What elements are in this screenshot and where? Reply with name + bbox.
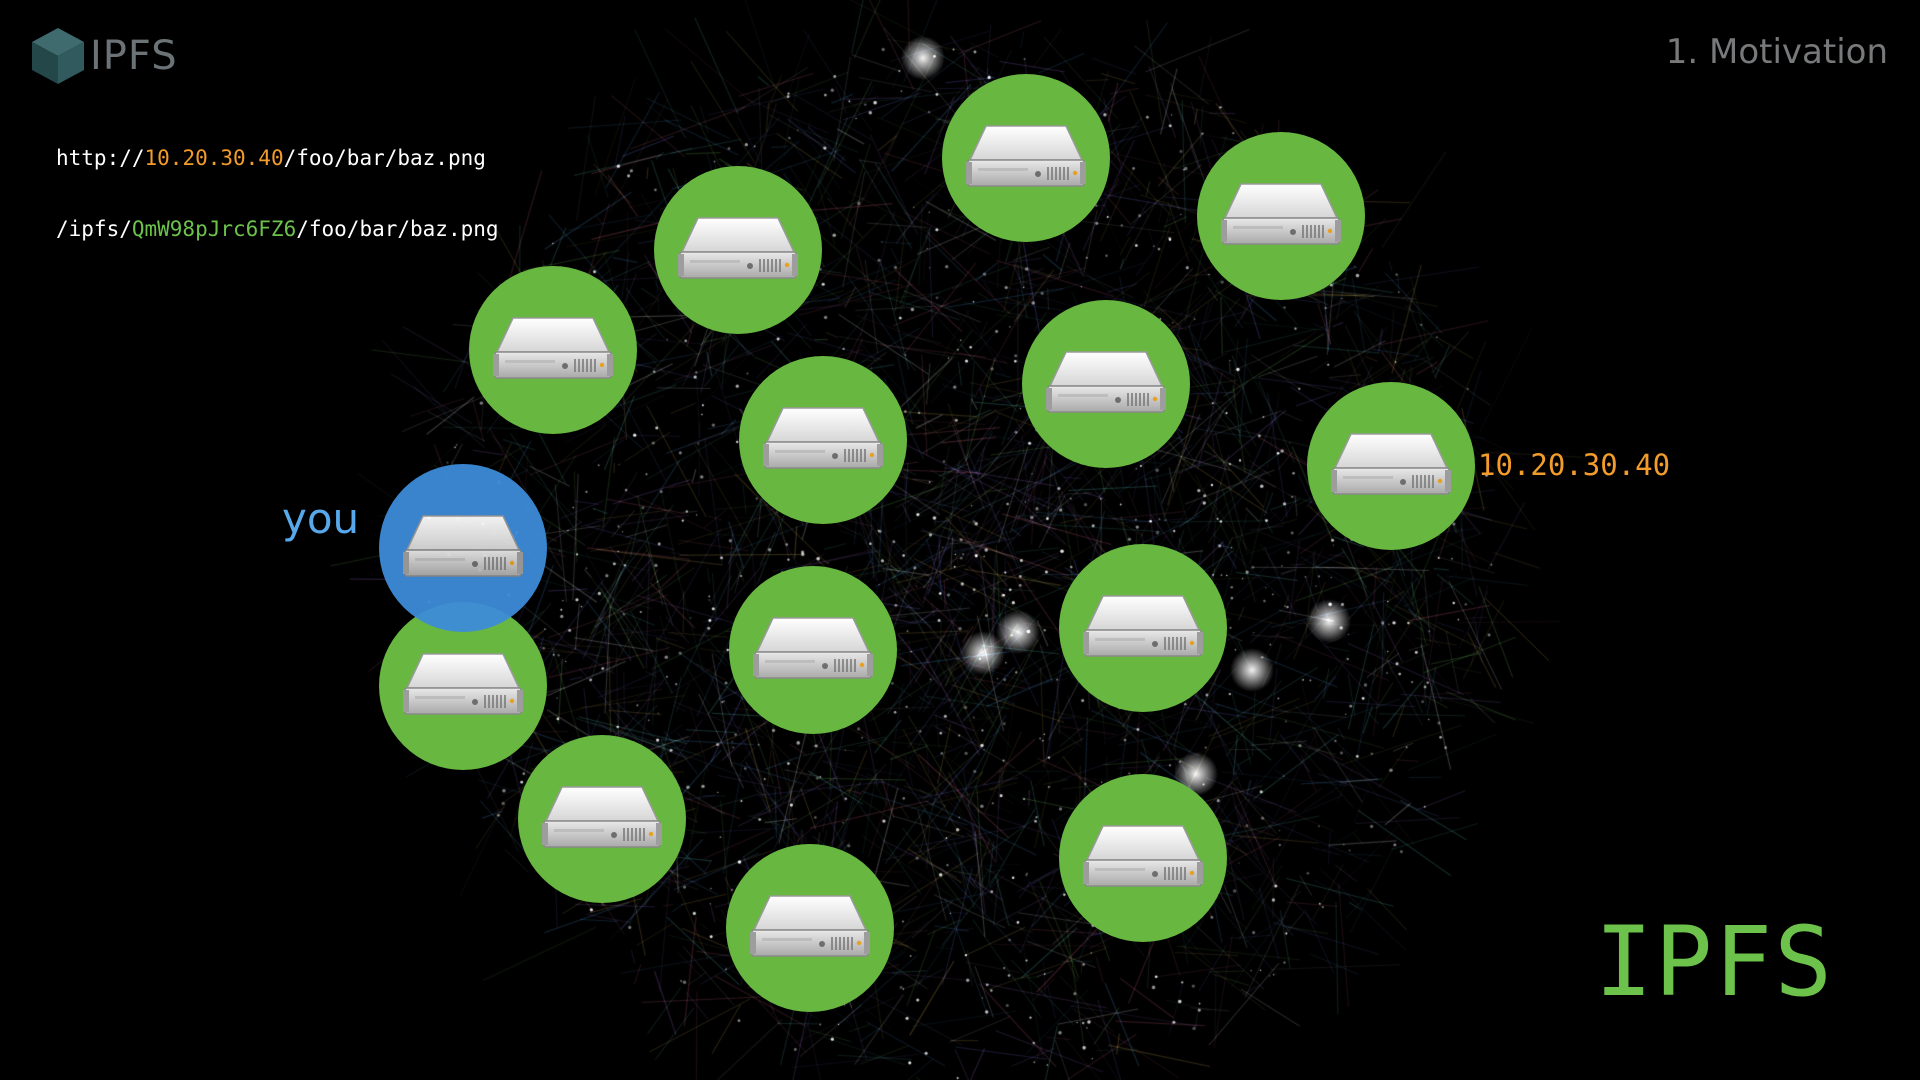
- server-icon: [401, 650, 525, 722]
- peer-node: [518, 735, 686, 903]
- ipfs-cube-logo-icon: [32, 28, 84, 84]
- server-icon: [1044, 348, 1168, 420]
- server-address-label: 10.20.30.40: [1478, 448, 1671, 482]
- peer-node: [1059, 774, 1227, 942]
- server-icon: [540, 783, 664, 855]
- peer-node: [469, 266, 637, 434]
- ipfs-path-hash: QmW98pJrc6FZ6: [131, 217, 297, 241]
- ipfs-path-prefix: /ipfs/: [56, 217, 132, 241]
- http-url-path: /foo/bar/baz.png: [283, 146, 486, 170]
- server-icon: [1329, 430, 1453, 502]
- brand-name: IPFS: [90, 33, 178, 79]
- server-icon: [1219, 180, 1343, 252]
- server-icon: [676, 214, 800, 286]
- peer-node: [942, 74, 1110, 242]
- server-icon: [751, 614, 875, 686]
- you-node: [379, 464, 547, 632]
- peer-node: [726, 844, 894, 1012]
- http-url-host: 10.20.30.40: [144, 146, 284, 170]
- server-icon: [748, 892, 872, 964]
- peer-node: [1197, 132, 1365, 300]
- ipfs-path: /ipfs/QmW98pJrc6FZ6/foo/bar/baz.png: [56, 217, 499, 241]
- server-icon: [1081, 592, 1205, 664]
- server-icon: [761, 404, 885, 476]
- peer-node: [1059, 544, 1227, 712]
- peer-node: [729, 566, 897, 734]
- peer-node: [739, 356, 907, 524]
- server-icon: [491, 314, 615, 386]
- server-icon: [1081, 822, 1205, 894]
- ipfs-path-suffix: /foo/bar/baz.png: [296, 217, 499, 241]
- brand-logo: IPFS: [30, 24, 178, 88]
- peer-node: [1022, 300, 1190, 468]
- peer-node: [654, 166, 822, 334]
- peer-node: [1307, 382, 1475, 550]
- server-icon: [964, 122, 1088, 194]
- http-url: http://10.20.30.40/foo/bar/baz.png: [56, 146, 486, 170]
- server-icon: [401, 512, 525, 584]
- you-label: you: [282, 494, 360, 543]
- ipfs-big-title: IPFS: [1594, 906, 1834, 1018]
- http-url-prefix: http://: [56, 146, 145, 170]
- section-title: 1. Motivation: [1665, 32, 1888, 72]
